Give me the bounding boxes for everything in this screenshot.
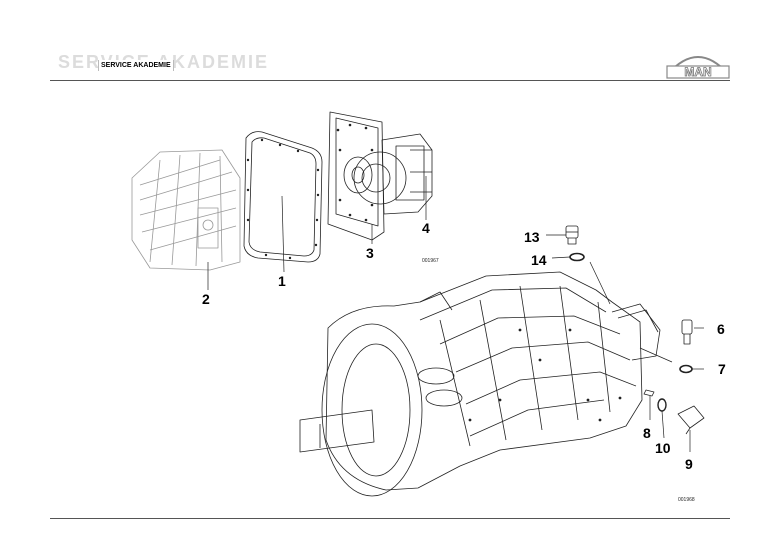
main-gearbox-housing	[299, 271, 661, 497]
callout-7: 7	[718, 361, 726, 377]
callout-3: 3	[366, 245, 374, 261]
figure-number-lower: 001968	[678, 497, 695, 503]
logo-text: MAN	[684, 65, 711, 79]
callout-9: 9	[685, 456, 693, 472]
sensor-part-6	[681, 319, 693, 345]
gasket-part-1	[243, 131, 323, 263]
plug-part-13	[565, 225, 579, 245]
figure-number-upper: 001967	[422, 258, 439, 264]
callout-13: 13	[524, 229, 540, 245]
header-badge: SERVICE AKADEMIE	[98, 60, 174, 71]
callout-1: 1	[278, 273, 286, 289]
callout-14: 14	[531, 252, 547, 268]
switch-part-9	[677, 405, 705, 435]
footer-rule	[50, 518, 730, 519]
callout-4: 4	[422, 220, 430, 236]
seal-ring-part-7	[679, 364, 693, 374]
man-logo: MAN	[666, 56, 730, 79]
callout-8: 8	[643, 425, 651, 441]
housing-part-2	[131, 149, 241, 271]
plate-part-3	[327, 111, 385, 241]
seal-ring-part-14	[569, 252, 585, 262]
callout-10: 10	[655, 440, 671, 456]
header-rule	[50, 80, 730, 81]
callout-2: 2	[202, 291, 210, 307]
callout-6: 6	[717, 321, 725, 337]
pump-part-4	[353, 133, 433, 215]
pin-part-8	[643, 389, 655, 397]
seal-ring-part-10	[657, 398, 667, 412]
leader-lines	[207, 176, 704, 452]
